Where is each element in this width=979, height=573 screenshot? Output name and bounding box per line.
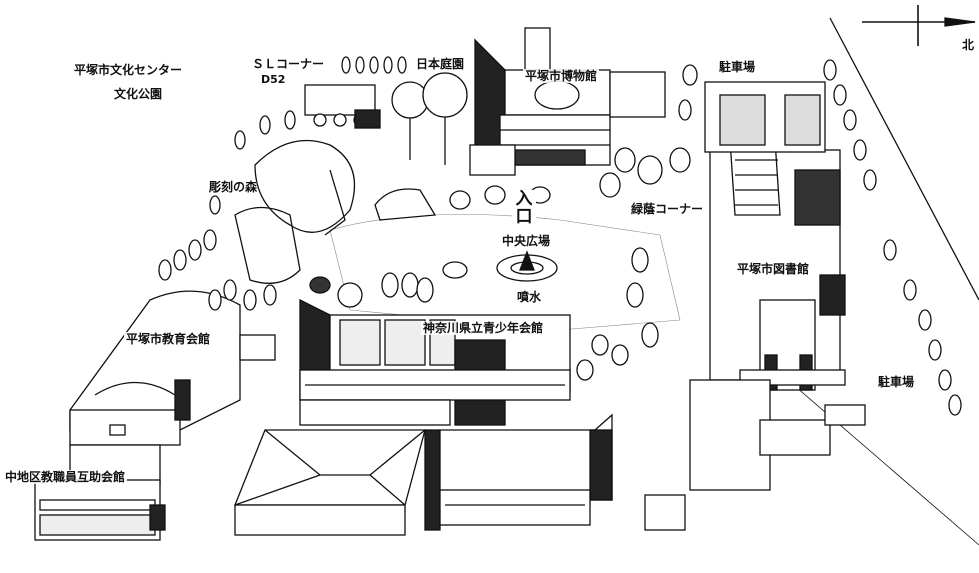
parking-top (704, 81, 826, 153)
museum-building (469, 27, 666, 176)
road-edge (829, 17, 979, 301)
north-arrow (862, 5, 976, 46)
teachers-hall-building (34, 444, 166, 541)
library-building (689, 139, 866, 491)
label-culture-center: 平塚市文化センター (74, 63, 183, 77)
label-fountain: 噴水 (517, 290, 542, 304)
label-library: 平塚市図書館 (735, 262, 812, 276)
label-teachers-hall: 中地区教職員互助会館 (3, 470, 128, 484)
sculpture-forest-paths (234, 139, 356, 284)
label-sl-corner: ＳＬコーナー (252, 57, 325, 71)
label-youth-hall: 神奈川県立青少年会館 (421, 321, 546, 335)
education-hall-building (69, 290, 276, 446)
label-culture-park: 文化公園 (114, 87, 163, 101)
japanese-garden-trees (374, 72, 468, 221)
label-shade-corner: 緑蔭コーナー (629, 202, 706, 216)
label-japanese-garden: 日本庭園 (414, 57, 467, 71)
youth-hall-building (299, 298, 571, 426)
fountain (496, 250, 558, 282)
gymnasium-building (234, 429, 441, 536)
label-museum: 平塚市博物館 (523, 69, 600, 83)
label-education-hall: 平塚市教育会館 (124, 332, 213, 346)
annex-building (439, 413, 686, 531)
label-d52: D52 (261, 73, 286, 86)
label-sculpture-forest: 彫刻の森 (209, 180, 258, 194)
label-central-plaza: 中央広場 (500, 234, 553, 248)
trees (158, 56, 962, 416)
label-north: 北 (962, 38, 975, 52)
label-parking-top: 駐車場 (719, 60, 756, 74)
label-parking-right: 駐車場 (878, 375, 915, 389)
sl-locomotive (304, 84, 381, 129)
label-entrance: 入口 (512, 190, 536, 228)
